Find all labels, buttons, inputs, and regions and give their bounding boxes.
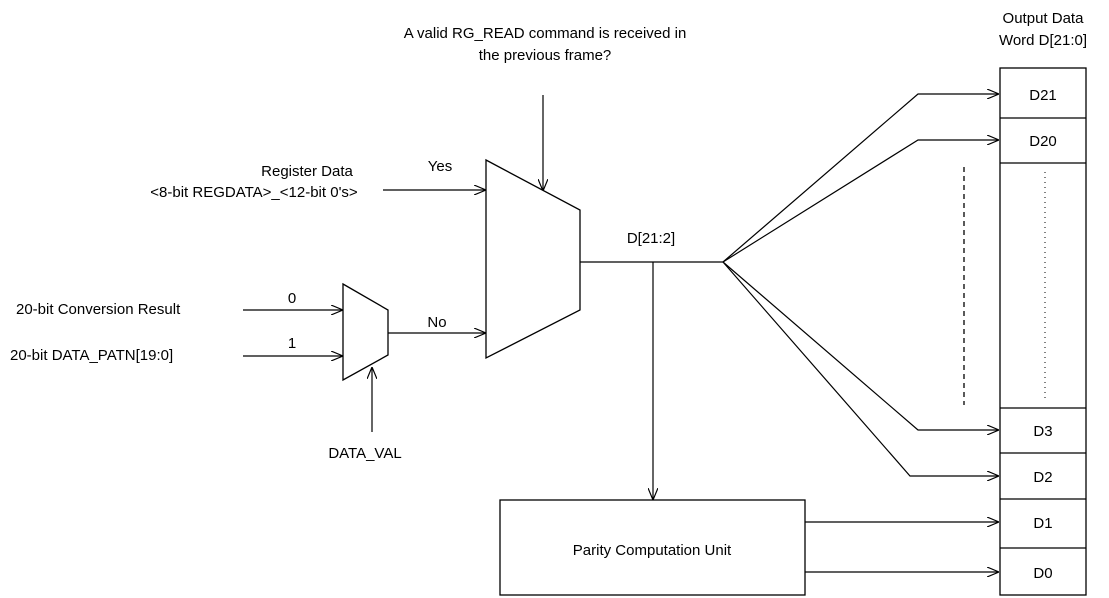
data-patn-label: 20-bit DATA_PATN[19:0] [10,347,173,364]
register-data-label-line2: <8-bit REGDATA>_<12-bit 0's> [150,184,358,201]
data-val-label: DATA_VAL [328,445,401,462]
fanout-d21 [722,94,998,263]
bus-label: D[21:2] [627,230,675,247]
select-0-label: 0 [288,290,296,307]
cell-d21: D21 [1029,87,1057,104]
condition-text-line2: the previous frame? [479,47,612,64]
main-multiplexer [485,158,581,360]
output-word-frame [999,67,1087,596]
select-multiplexer [342,282,389,382]
cell-d0: D0 [1033,565,1052,582]
cell-d2: D2 [1033,469,1052,486]
cell-d1: D1 [1033,515,1052,532]
conversion-result-label: 20-bit Conversion Result [16,301,181,318]
parity-unit-label: Parity Computation Unit [573,542,732,559]
fanout-d20 [722,140,998,263]
register-data-label-line1: Register Data [261,163,353,180]
no-label: No [427,314,446,331]
parity-computation-unit [499,499,806,596]
select-1-label: 1 [288,335,296,352]
output-word-title-line2: Word D[21:0] [999,32,1087,49]
output-word-register: D21 D20 D3 D2 D1 D0 [999,67,1087,596]
fanout-d3 [722,261,998,430]
condition-text-line1: A valid RG_READ command is received in [404,25,687,42]
cell-d3: D3 [1033,423,1052,440]
output-word-title-line1: Output Data [1003,10,1085,27]
fanout-d2 [722,261,998,476]
yes-label: Yes [428,158,452,175]
cell-d20: D20 [1029,133,1057,150]
